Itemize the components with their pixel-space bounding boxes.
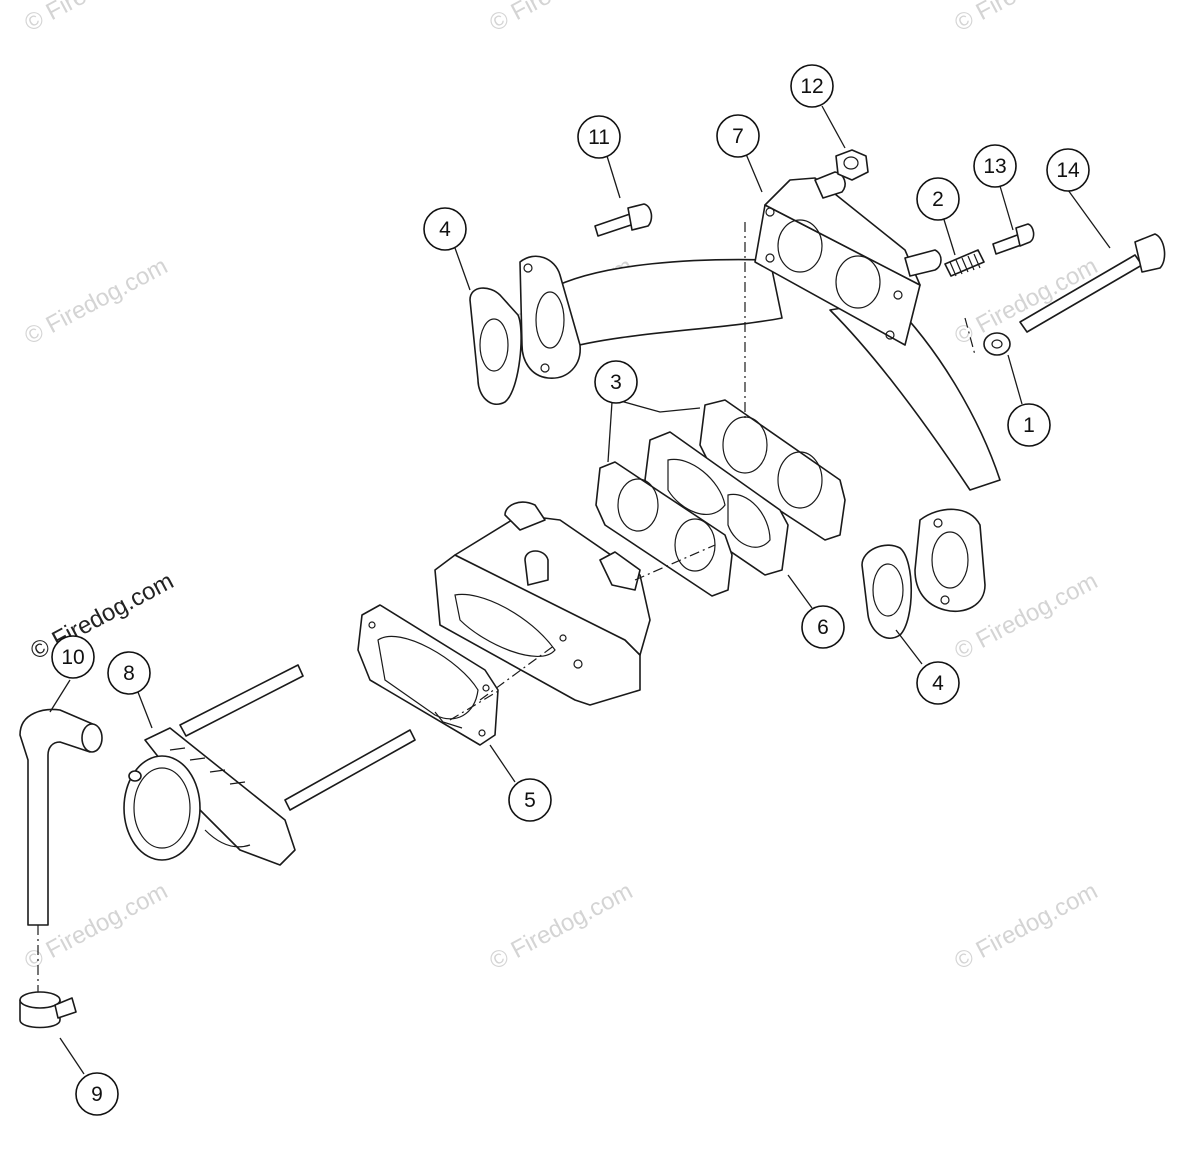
hose-clamp	[19, 991, 77, 1029]
callout-6: 6	[801, 605, 845, 649]
callout-2: 2	[916, 177, 960, 221]
intake-manifold	[519, 171, 1001, 612]
watermark: © Firedog.com	[485, 0, 637, 37]
callout-9: 9	[75, 1072, 119, 1116]
watermark: © Firedog.com	[20, 252, 172, 350]
washer	[983, 332, 1011, 356]
callout-4-upper: 4	[423, 207, 467, 251]
callout-label: 12	[800, 75, 823, 98]
callout-label: 1	[1023, 414, 1035, 437]
callout-label: 9	[91, 1083, 103, 1106]
air-intake-adapter	[123, 664, 416, 866]
callout-label: 11	[588, 126, 610, 149]
nut	[835, 149, 869, 181]
callout-4-lower: 4	[916, 661, 960, 705]
callout-7: 7	[716, 114, 760, 158]
hose	[19, 708, 103, 926]
callout-8: 8	[107, 651, 151, 695]
bolt-short	[594, 203, 653, 237]
gasket-front	[595, 461, 733, 597]
watermark: © Firedog.com	[950, 0, 1102, 37]
callout-label: 3	[610, 371, 622, 394]
gasket-plate	[357, 604, 499, 746]
callout-label: 14	[1056, 159, 1080, 182]
callout-label: 6	[817, 616, 829, 639]
callout-12: 12	[790, 64, 834, 108]
callout-1: 1	[1007, 403, 1051, 447]
watermark: © Firedog.com	[950, 877, 1102, 975]
gasket-small-upper	[469, 287, 522, 405]
watermark: © Firedog.com	[20, 0, 172, 37]
bolt-long	[1019, 233, 1166, 333]
watermark-dark: © Firedog.com	[26, 567, 178, 665]
callout-label: 7	[732, 125, 744, 148]
callouts: 1 2 3 4 4 5 6 7	[51, 64, 1090, 1116]
leader-lines	[49, 105, 1111, 1075]
callout-14: 14	[1046, 148, 1090, 192]
callout-3: 3	[594, 360, 638, 404]
spring	[944, 249, 985, 277]
callout-11: 11	[577, 115, 621, 159]
watermark: © Firedog.com	[485, 877, 637, 975]
callout-10: 10	[51, 635, 95, 679]
screw	[992, 223, 1035, 255]
callout-label: 2	[932, 188, 944, 211]
callout-label: 8	[123, 662, 135, 685]
callout-label: 4	[439, 218, 451, 241]
alignment-lines	[37, 222, 976, 992]
callout-13: 13	[973, 144, 1017, 188]
callout-label: 4	[932, 672, 944, 695]
gasket-small-lower	[861, 544, 912, 639]
callout-label: 13	[983, 155, 1006, 178]
callout-5: 5	[508, 778, 552, 822]
callout-label: 5	[524, 789, 536, 812]
callout-label: 10	[61, 646, 84, 669]
carburetor	[434, 501, 651, 706]
